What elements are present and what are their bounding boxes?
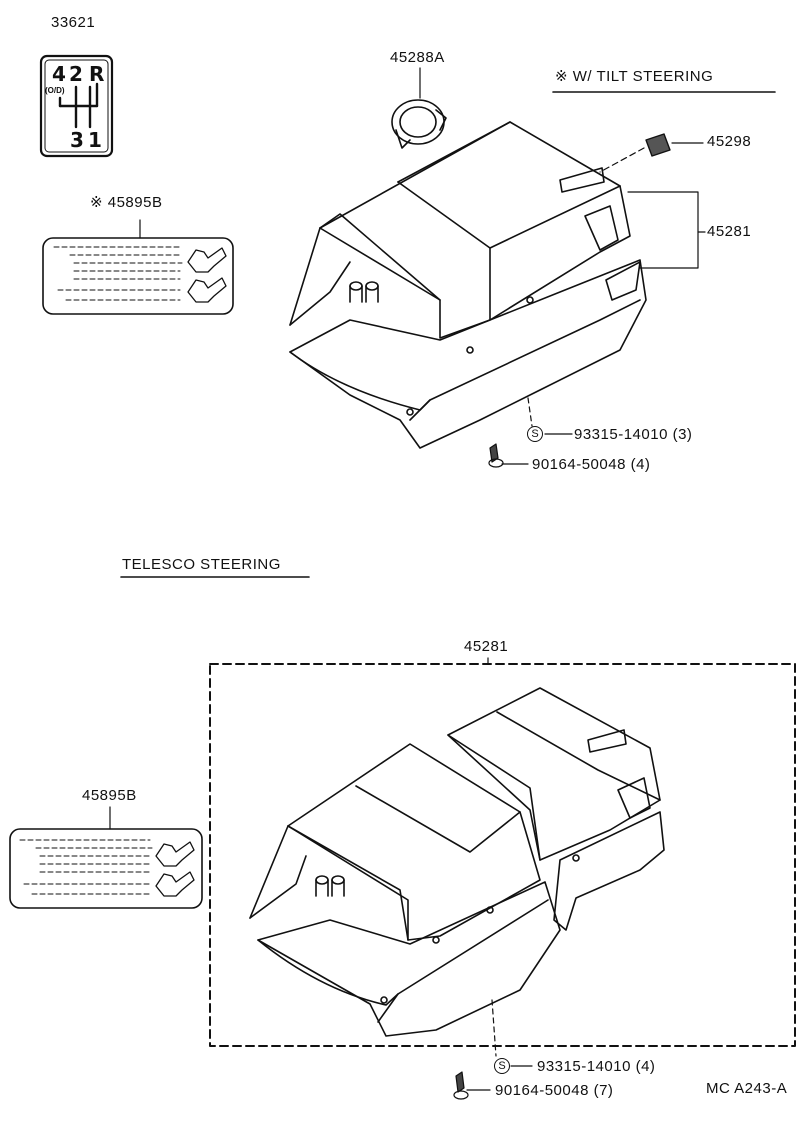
shift-gear-1: 1 <box>88 128 102 152</box>
telesco-leaders <box>453 999 533 1100</box>
telesco-steering-heading: TELESCO STEERING <box>122 556 281 573</box>
shift-gear-3: 3 <box>70 128 84 152</box>
caution-label-tilt <box>42 219 234 315</box>
tilt-column-cover <box>289 121 647 449</box>
shift-od-tag: (O/D) <box>45 86 65 95</box>
telesco-assembly-box <box>209 663 796 1047</box>
part-label-90164-telesco: 90164-50048 (7) <box>495 1082 614 1099</box>
shift-gear-r: R <box>89 62 105 86</box>
ring-45288a <box>391 67 447 149</box>
shift-gear-4: 4 <box>52 62 66 86</box>
tilt-leaders <box>488 191 706 468</box>
telesco-column-cover <box>249 687 665 1037</box>
s-mark-telesco: S <box>494 1058 510 1074</box>
part-label-90164-tilt: 90164-50048 (4) <box>532 456 651 473</box>
part-label-93315-telesco: 93315-14010 (4) <box>537 1058 656 1075</box>
part-label-93315-tilt: 93315-14010 (3) <box>574 426 693 443</box>
part-label-45281-tilt: 45281 <box>707 223 752 240</box>
shift-gear-2: 2 <box>69 62 83 86</box>
tilt-steering-heading: ※ W/ TILT STEERING <box>555 68 714 85</box>
part-label-45288a: 45288A <box>390 49 445 66</box>
plug-45298 <box>599 133 704 173</box>
shift-pattern-label <box>39 54 114 158</box>
diagram-code: MC A243-A <box>706 1080 788 1097</box>
part-label-45281-telesco: 45281 <box>464 638 509 655</box>
part-label-33621: 33621 <box>51 14 96 31</box>
part-label-45895b-tilt: ※ 45895B <box>90 194 163 211</box>
caution-label-telesco <box>9 806 203 909</box>
s-mark-tilt: S <box>527 426 543 442</box>
part-label-45895b-telesco: 45895B <box>82 787 137 804</box>
part-label-45298: 45298 <box>707 133 752 150</box>
